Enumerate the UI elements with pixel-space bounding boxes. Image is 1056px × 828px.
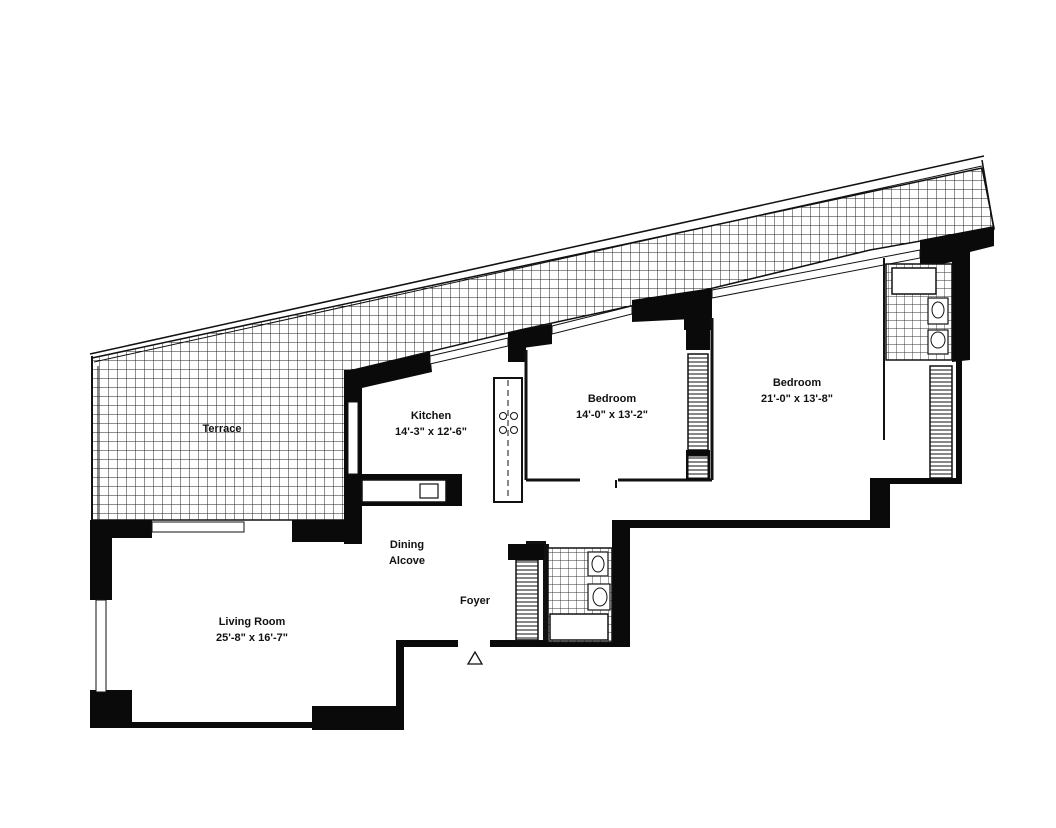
terrace-label: Terrace bbox=[203, 423, 242, 435]
kitchen-dims: 14'-3" x 12'-6" bbox=[395, 426, 467, 438]
closets bbox=[508, 330, 953, 641]
kitchen-counter bbox=[361, 377, 523, 503]
bedroom1-dims: 14'-0" x 13'-2" bbox=[576, 409, 648, 421]
kitchen-label: Kitchen bbox=[411, 410, 452, 422]
bedroom1-label: Bedroom bbox=[588, 393, 637, 405]
alcove-label: Alcove bbox=[389, 555, 425, 567]
living-room-dims: 25'-8" x 16'-7" bbox=[216, 632, 288, 644]
entrance-triangle-icon bbox=[466, 650, 484, 665]
terrace-area bbox=[89, 155, 995, 521]
bathroom-east bbox=[885, 263, 953, 361]
windows bbox=[95, 249, 921, 693]
room-labels: Terrace Kitchen 14'-3" x 12'-6" Bedroom … bbox=[203, 377, 833, 644]
bedroom2-label: Bedroom bbox=[773, 377, 822, 389]
bathroom-foyer bbox=[547, 547, 613, 643]
exterior-walls bbox=[90, 226, 994, 730]
dining-label: Dining bbox=[390, 539, 424, 551]
living-room-label: Living Room bbox=[219, 616, 286, 628]
bedroom2-dims: 21'-0" x 13'-8" bbox=[761, 393, 833, 405]
foyer-label: Foyer bbox=[460, 595, 491, 607]
